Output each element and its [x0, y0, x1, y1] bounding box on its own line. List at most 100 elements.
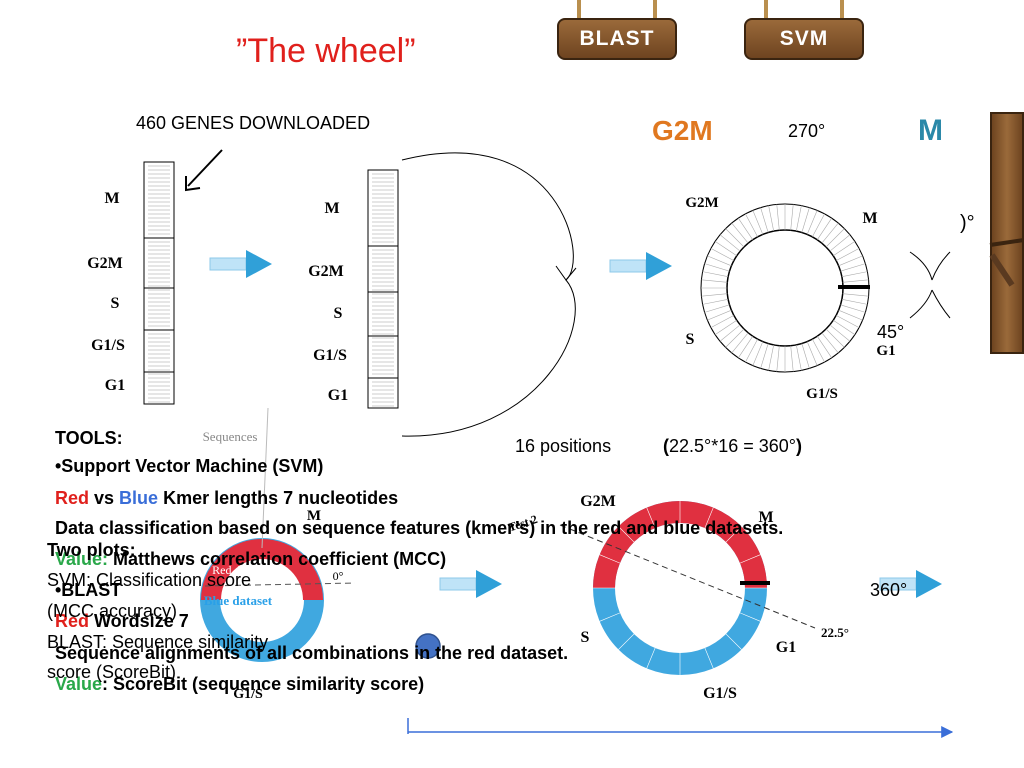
wheel-spoke [707, 309, 732, 321]
plots-mcc: (MCC accuracy) [47, 601, 178, 621]
wheel-spoke [833, 241, 856, 257]
wheel-spoke [812, 339, 825, 363]
wheel-spoke [719, 234, 741, 252]
formula-close: ) [796, 436, 803, 456]
degree-45: 45° [877, 322, 905, 342]
wheel-spoke [738, 217, 754, 240]
tools-classification: Data classification based on sequence fe… [55, 518, 784, 538]
wheel-spoke [702, 299, 729, 305]
small-wheel-red-label: Red dataset [212, 563, 268, 577]
tools-value-scorebit: Value: ScoreBit (sequence similarity sco… [55, 674, 424, 695]
wheel-spoke [842, 279, 869, 283]
degree-360: 360° [870, 580, 908, 600]
wheel-spoke [776, 345, 780, 372]
arc-mark-bottom [909, 289, 951, 319]
wheel-spoke [796, 344, 802, 371]
small-wheel-m: M [307, 508, 321, 524]
wheel-spoke [704, 507, 714, 529]
wheel-spoke [618, 633, 635, 650]
wood-plank-line [989, 238, 1024, 247]
left-label-m: M [104, 190, 119, 207]
wheel-spoke [790, 204, 794, 231]
wheel-spoke [821, 332, 839, 354]
blue-dot [415, 633, 441, 659]
wheel-spoke [836, 315, 860, 328]
wheel-bottom-g1s: G1/S [703, 685, 737, 702]
small-wheel-g1s: G1/S [233, 687, 263, 702]
tools-kmer-line: Red vs Blue Kmer lengths 7 nucleotides [55, 488, 398, 509]
wheel-bottom-g2m: G2M [580, 493, 616, 510]
small-wheel-zero: 0° [333, 569, 344, 583]
wheel-spoke [731, 222, 749, 244]
arc-mark-top [909, 251, 951, 281]
wheel-spoke [738, 336, 754, 359]
tools-vs: vs [89, 488, 120, 508]
tools-wordsize-line: Red Wordsize 7 [55, 611, 189, 632]
wheel-spoke [825, 228, 845, 248]
wheel-spoke [790, 345, 794, 372]
wheel-spoke [768, 344, 774, 371]
wheel-spoke [829, 324, 851, 342]
wheel-spoke [725, 328, 745, 348]
wheel-spoke [599, 612, 621, 622]
pointer-head [185, 176, 201, 192]
blast-sign[interactable]: BLAST [557, 0, 677, 66]
wheel-spoke [806, 341, 818, 366]
mid-label-g1: G1 [328, 387, 348, 404]
mid-label-g2m: G2M [308, 263, 344, 280]
wheel-top-s: S [686, 331, 695, 348]
tools-red2: Red [55, 611, 90, 631]
gene-list-middle: M G2M S G1/S G1 [308, 169, 399, 409]
formula-open: ( [663, 436, 669, 456]
wheel-bottom: G2M M Test 2 S G1 G1/S 22.5° [506, 493, 849, 702]
wheel-spoke [796, 205, 802, 232]
wheel-spoke [739, 554, 761, 564]
wheel-spoke [710, 315, 734, 328]
svm-sign[interactable]: SVM [744, 0, 864, 66]
wheel-spoke [646, 647, 656, 669]
mid-label-s: S [334, 305, 343, 322]
wheel-spoke [731, 332, 749, 354]
positions-label: 16 positions [515, 436, 612, 456]
wheel-bottom-s: S [581, 629, 590, 646]
wheel-top-g1: G1 [876, 343, 895, 359]
flow-arrow-3 [439, 570, 502, 598]
wheel-top-g1s: G1/S [806, 386, 838, 402]
genes-downloaded-label: 460 GENES DOWNLOADED [136, 113, 371, 133]
wheel-spoke [701, 279, 728, 283]
wheel-spoke [701, 293, 728, 297]
wheel-spoke [714, 319, 737, 335]
wheel-spoke [838, 255, 863, 267]
wheel-top: G2M M S G1 G1/S [685, 195, 895, 402]
wheel-spoke [760, 343, 769, 369]
wheel-top-g2m: G2M [685, 195, 718, 211]
wood-board [990, 112, 1024, 354]
wheel-spoke [752, 210, 764, 235]
wheel-spoke [842, 293, 869, 297]
wheel-top-m: M [862, 210, 877, 227]
mid-label-g1s: G1/S [313, 347, 347, 364]
wheel-spoke [760, 207, 769, 233]
tools-value2: Value [55, 674, 103, 694]
left-label-g1s: G1/S [91, 337, 125, 354]
curve-tip [555, 265, 577, 281]
wheel-spoke [829, 234, 851, 252]
tools-kmer: Kmer lengths 7 nucleotides [158, 488, 399, 508]
wheel-spoke [833, 319, 856, 335]
wheel-spoke [801, 343, 810, 369]
wheel-bottom-g1: G1 [776, 639, 796, 656]
wheel-spoke [702, 271, 729, 277]
wheel-spoke [840, 263, 866, 272]
wheel-spoke [841, 299, 868, 305]
tools-scorebit: : ScoreBit (sequence similarity score) [102, 674, 425, 694]
wheel-spoke [704, 263, 730, 272]
left-label-g2m: G2M [87, 255, 123, 272]
wheel-small: Sequences M Red dataset Blue dataset 0° … [200, 407, 356, 702]
mid-label-m: M [324, 200, 339, 217]
tools-value-mcc: Value: Matthews correlation coefficient … [55, 549, 446, 570]
wheel-bottom-m: M [758, 509, 773, 526]
wheel-spoke [776, 204, 780, 231]
tools-wordsize: Wordsize 7 [89, 611, 189, 631]
plots-scorebit: score (ScoreBit) [47, 662, 177, 682]
tools-red: Red [55, 488, 90, 508]
